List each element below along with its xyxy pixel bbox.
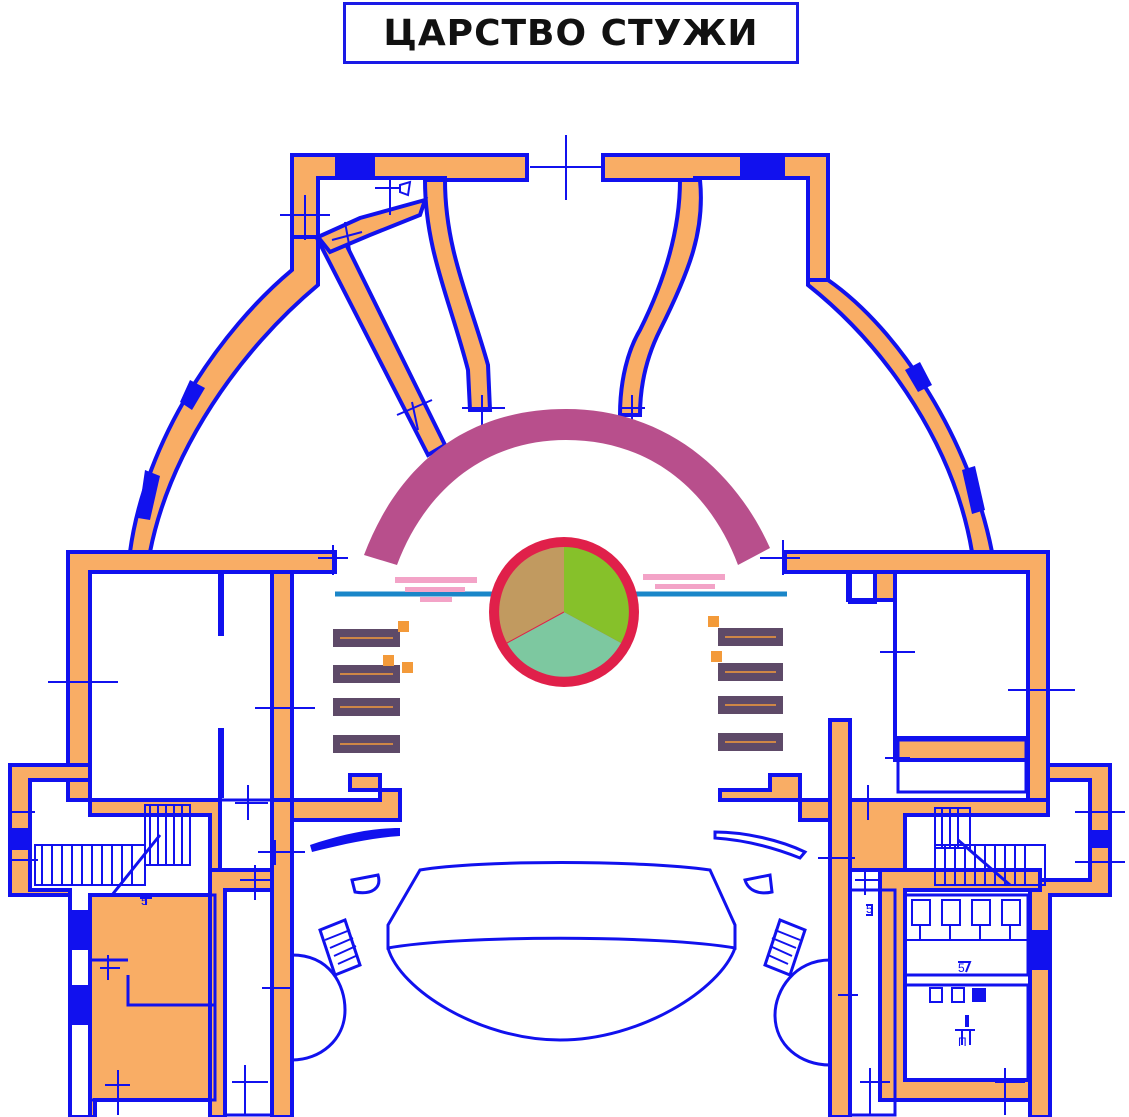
window-crosses — [8, 135, 1125, 1115]
pie-slice-teal — [507, 612, 621, 677]
page-title: ЦАРСТВО СТУЖИ — [383, 12, 759, 54]
benches-right — [718, 628, 783, 751]
lower-right-rooms — [718, 718, 1112, 1117]
stairs-right — [934, 807, 1046, 887]
room-label-right-bottom: П — [958, 1035, 967, 1049]
pink-bars — [395, 574, 725, 602]
stair-label-left: 5 — [141, 894, 148, 908]
lobby-area — [291, 830, 831, 1067]
exhibit-overlay — [333, 409, 787, 753]
fixtures-right — [140, 180, 1028, 1045]
title-box: ЦАРСТВО СТУЖИ — [343, 2, 799, 64]
lower-left-rooms — [8, 763, 402, 1117]
orange-markers — [383, 616, 722, 673]
pie-slice-tan — [499, 547, 564, 643]
benches-left — [333, 629, 400, 753]
stair-label-right: 5 — [866, 902, 873, 916]
central-circle — [489, 537, 639, 687]
stage-arc — [364, 409, 770, 565]
pie-slice-green — [564, 547, 629, 643]
room-label-right-top: 5 — [958, 961, 965, 975]
window-blocks — [10, 157, 1110, 1025]
room-outlines — [88, 570, 1030, 1117]
stairs-left — [34, 804, 191, 896]
outer-wall — [66, 153, 1050, 802]
